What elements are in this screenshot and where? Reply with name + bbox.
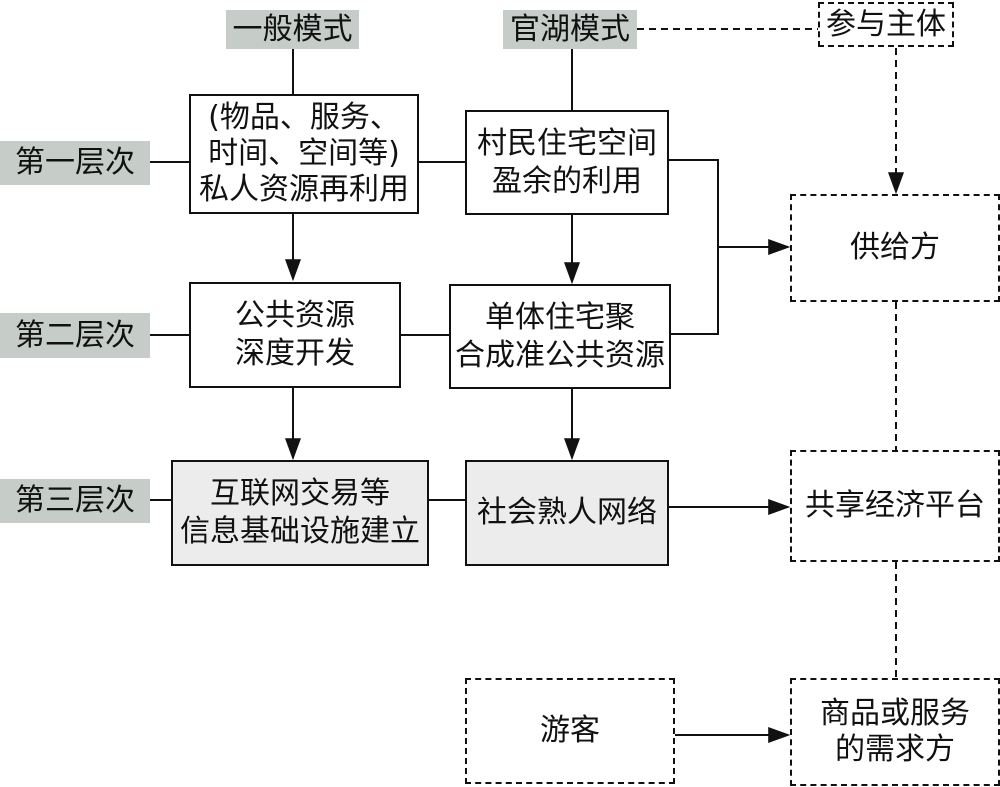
residential-space-surplus-box: 村民住宅空间 盈余的利用 bbox=[465, 110, 669, 215]
header-guanhu-mode: 官湖模式 bbox=[503, 10, 637, 49]
supplier-box: 供给方 bbox=[790, 194, 1000, 302]
private-resource-reuse-box: (物品、服务、 时间、空间等) 私人资源再利用 bbox=[189, 94, 419, 214]
level-2-tag: 第二层次 bbox=[0, 313, 150, 358]
level-1-tag: 第一层次 bbox=[0, 141, 150, 185]
public-resource-development-box: 公共资源 深度开发 bbox=[189, 282, 401, 388]
social-acquaintance-network-box: 社会熟人网络 bbox=[465, 460, 669, 566]
level-3-tag: 第三层次 bbox=[0, 479, 150, 523]
header-participants: 参与主体 bbox=[818, 2, 954, 47]
internet-infrastructure-box: 互联网交易等 信息基础设施建立 bbox=[171, 460, 429, 566]
tourist-box: 游客 bbox=[465, 678, 675, 784]
connector-supplier-bracket bbox=[668, 159, 719, 335]
quasi-public-resource-box: 单体住宅聚 合成准公共资源 bbox=[449, 284, 671, 389]
sharing-platform-box: 共享经济平台 bbox=[790, 450, 1000, 562]
header-general-mode: 一般模式 bbox=[226, 10, 359, 49]
demander-box: 商品或服务 的需求方 bbox=[790, 678, 1000, 786]
